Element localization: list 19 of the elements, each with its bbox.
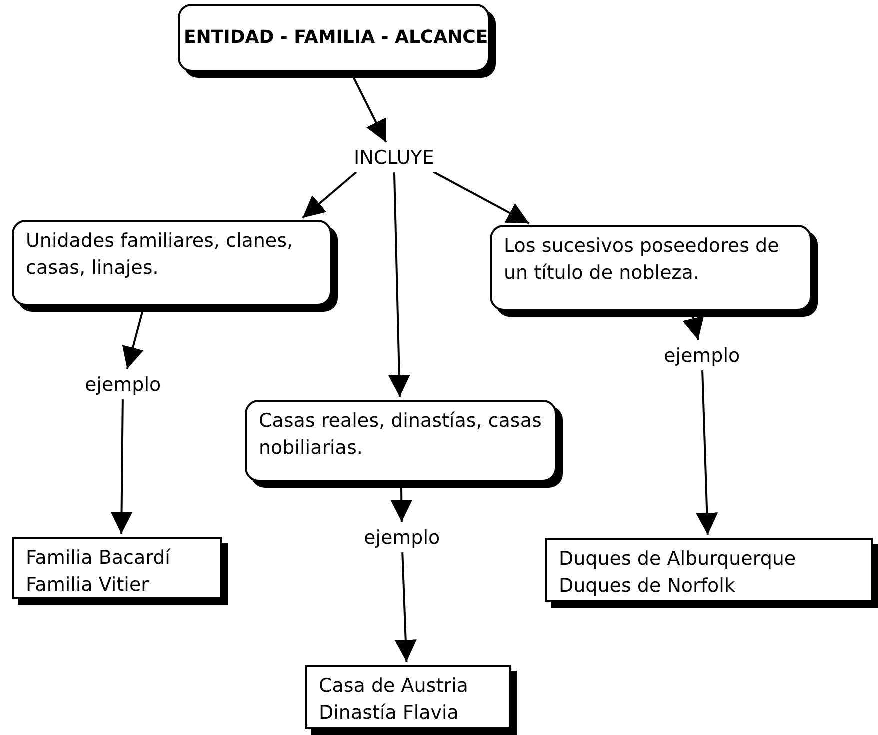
- arrow: [388, 172, 410, 398]
- linking-word: INCLUYE: [354, 146, 434, 171]
- arrow: [302, 171, 358, 219]
- linking-word: ejemplo: [364, 526, 440, 551]
- node-text: Familia Bacardí: [26, 546, 172, 571]
- node-text: Dinastía Flavia: [319, 700, 460, 726]
- node-text: Unidades familiares, clanes, casas, linajes.: [26, 229, 294, 281]
- arrow: [433, 171, 530, 224]
- node-text: Casas reales, dinastías, casas nobiliarias.: [259, 409, 543, 461]
- arrow: [394, 552, 417, 662]
- node-text: Duques de Norfolk: [559, 574, 736, 599]
- node-text: Casa de Austria: [319, 674, 470, 699]
- linking-word: ejemplo: [664, 344, 740, 369]
- node-text: Familia Vitier: [26, 572, 150, 598]
- arrow: [696, 370, 718, 536]
- linking-word: ejemplo: [85, 373, 162, 398]
- node-text: Duques de Alburquerque: [559, 547, 798, 572]
- node-text: Los sucesivos poseedores de un título de nobleza.: [504, 234, 780, 286]
- arrow: [110, 400, 133, 534]
